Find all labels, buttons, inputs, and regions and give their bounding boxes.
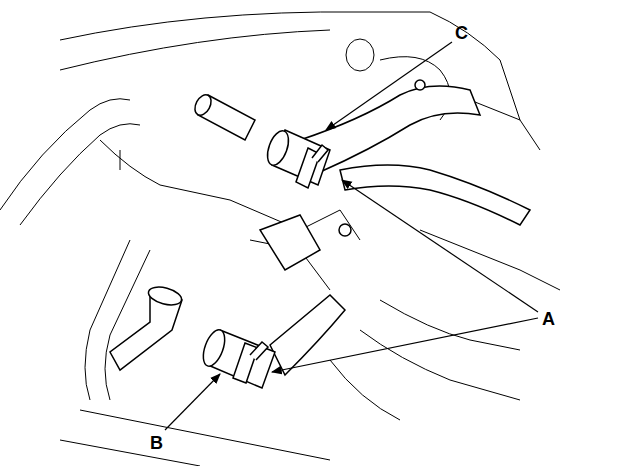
callout-letter: A	[542, 310, 555, 328]
engine-background	[0, 12, 560, 466]
leader-lines	[165, 42, 538, 430]
callout-letter: B	[150, 434, 163, 452]
hoses	[110, 80, 530, 388]
callout-letter: C	[455, 24, 468, 42]
